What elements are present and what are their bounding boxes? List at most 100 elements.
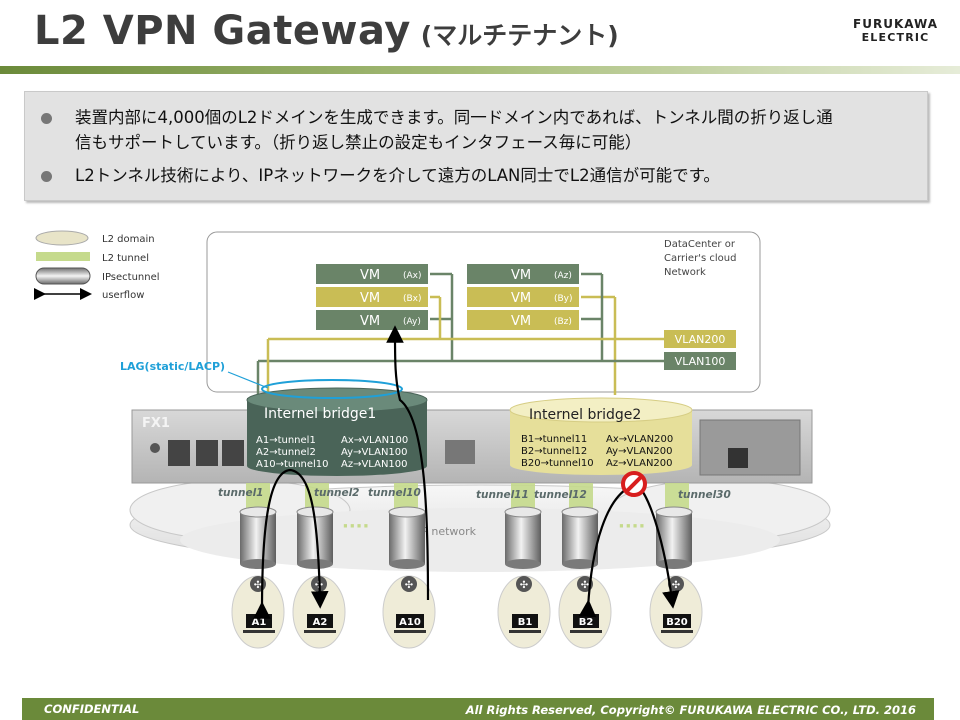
vm-by	[467, 287, 579, 307]
datacenter-label-2: Carrier's cloud	[664, 253, 736, 264]
bridge1: Internel bridge1 A1→tunnel1 Ax→VLAN100 A…	[246, 379, 428, 476]
more-tunnels-dots: ····	[618, 516, 645, 537]
vm-label: VM	[511, 314, 531, 329]
ipsec-cylinders	[239, 506, 693, 569]
bullet-text-1-cont: 信もサポートしています。（折り返し禁止の設定もインタフェース毎に可能）	[75, 133, 642, 152]
block-icon	[621, 471, 647, 497]
site-b20: ✣ B20	[649, 575, 703, 649]
bridge2-row-tunnel: B20→tunnel10	[521, 458, 594, 469]
legend: L2 domain L2 tunnel IPsectunnel userflow	[34, 230, 160, 301]
vm-tag: (Ay)	[403, 317, 421, 327]
site-b1: ✣ B1	[497, 575, 551, 649]
site-label: A1	[252, 617, 267, 628]
vm-ay	[316, 310, 428, 330]
site-a1: ✣ A1	[231, 575, 285, 649]
vm-label: VM	[360, 314, 380, 329]
bullet-dot-icon	[41, 113, 52, 124]
legend-user-flow-label: userflow	[102, 290, 144, 301]
site-b2: ✣ B2	[558, 575, 612, 649]
bridge2-row-vlan: Ay→VLAN200	[606, 446, 673, 457]
legend-l2-tunnel-label: L2 tunnel	[102, 253, 149, 264]
router-icon: ✣	[254, 580, 262, 591]
flow-a10-vm	[386, 325, 430, 601]
bridge2-row-vlan: Az→VLAN200	[606, 458, 673, 469]
bridge2-row-tunnel: B2→tunnel12	[521, 446, 587, 457]
page-title: L2 VPN Gateway(マルチテナント)	[34, 8, 619, 54]
vm-label: VM	[511, 268, 531, 283]
laptop-icon	[304, 630, 336, 633]
vlan200-label: VLAN200	[675, 333, 726, 346]
vm-label: VM	[511, 291, 531, 306]
datacenter-label-3: Network	[664, 267, 706, 278]
vm-label: VM	[360, 268, 380, 283]
flow-a1-a2	[253, 468, 329, 619]
flow-b2-blocked	[578, 487, 629, 618]
vlan200-badge	[664, 330, 736, 348]
vm-ax	[316, 264, 428, 284]
lag-label: LAG(static/LACP)	[120, 360, 225, 373]
laptop-icon	[509, 630, 541, 633]
vlan100-label: VLAN100	[675, 355, 726, 368]
tunnel-label: tunnel11	[476, 489, 529, 501]
furukawa-logo: FURUKAWA ELECTRIC	[853, 18, 938, 45]
router-icon: ✣	[672, 580, 680, 591]
legend-ipsec-tunnel-icon	[35, 267, 91, 285]
vm-tag: (Bz)	[554, 317, 572, 327]
laptop-icon	[394, 630, 426, 633]
bridge1-row-vlan: Ay→VLAN100	[341, 447, 408, 458]
vm-bz	[467, 310, 579, 330]
site-a10: ✣ A10	[382, 575, 436, 649]
bridge1-row-tunnel: A1→tunnel1	[256, 435, 316, 446]
bullet-text-2: L2トンネル技術により、IPネットワークを介して遠方のLAN同士でL2通信が可能…	[75, 166, 720, 185]
site-label: A10	[399, 617, 421, 628]
footer-bar: CONFIDENTIAL All Rights Reserved, Copyri…	[22, 698, 934, 720]
bridge2-row-tunnel: B1→tunnel11	[521, 434, 587, 445]
router-icon: ✣	[581, 580, 589, 591]
bridge2: Internel bridge2 B1→tunnel11 Ax→VLAN200 …	[509, 397, 693, 475]
site-label: B20	[666, 617, 688, 628]
lag-ring-icon	[261, 379, 403, 399]
header-rule	[0, 66, 960, 74]
tunnel-label: tunnel2	[314, 487, 359, 499]
vm-tag: (Bx)	[403, 294, 422, 304]
bullet-dot-icon	[41, 171, 52, 182]
vm-tag: (Ax)	[403, 271, 422, 281]
title-subtitle: (マルチテナント)	[420, 21, 619, 50]
bridge1-row-vlan: Az→VLAN100	[341, 459, 408, 470]
sites: ✣ A1 ✣ A2 ✣ A10 ✣ B1 ✣ B2	[231, 575, 703, 649]
bridge1-title: Internel bridge1	[264, 406, 376, 422]
laptop-icon	[243, 630, 275, 633]
tunnel-label: tunnel12	[534, 489, 587, 501]
site-label: B1	[518, 617, 533, 628]
bullet-text-1: 装置内部に4,000個のL2ドメインを生成できます。同一ドメイン内であれば、トン…	[75, 108, 833, 127]
ip-network-label: IP network	[418, 525, 477, 538]
router-icon: ✣	[520, 580, 528, 591]
vm-group-left: VM VM VM (Ax) (Bx) (Ay)	[316, 264, 428, 330]
router-icon: ✣	[405, 580, 413, 591]
device-model-label: FX1	[142, 416, 170, 431]
vm-group-right: VM VM VM (Az) (By) (Bz)	[467, 264, 579, 330]
site-label: A2	[313, 617, 328, 628]
site-label: B2	[579, 617, 594, 628]
legend-l2-domain-label: L2 domain	[102, 234, 155, 245]
vm-label: VM	[360, 291, 380, 306]
vm-tag: (Az)	[554, 271, 572, 281]
vlan100-badge	[664, 352, 736, 370]
bridge2-title: Internel bridge2	[529, 407, 641, 423]
bridge2-row-vlan: Ax→VLAN200	[606, 434, 673, 445]
footer-confidential: CONFIDENTIAL	[44, 702, 140, 716]
fx1-device: FX1	[131, 409, 813, 484]
tunnel-label: tunnel30	[678, 489, 731, 501]
bridge1-row-vlan: Ax→VLAN100	[341, 435, 408, 446]
vm-bx	[316, 287, 428, 307]
logo-line2: ELECTRIC	[861, 31, 930, 44]
vm-tag: (By)	[554, 294, 573, 304]
vm-az	[467, 264, 579, 284]
tunnel-label: tunnel10	[368, 487, 421, 499]
tunnel-label: tunnel1	[218, 487, 263, 499]
datacenter-label-1: DataCenter or	[664, 239, 736, 250]
legend-ipsec-tunnel-label: IPsectunnel	[102, 272, 160, 283]
legend-l2-domain-icon	[35, 230, 89, 246]
more-tunnels-dots: ····	[342, 516, 369, 537]
